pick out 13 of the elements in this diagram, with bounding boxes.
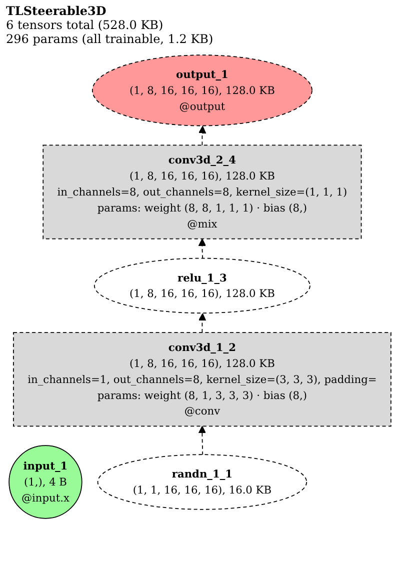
node-ellipse: relu_1_3 (1, 8, 16, 16, 16), 128.0 KB: [94, 258, 310, 314]
node-box: conv3d_2_4 (1, 8, 16, 16, 16), 128.0 KB in_channels=8, out_channels=8, kernel_size=(1, 1, 1) params: weight (8, 8, 1, 1, 1) · bias (8,) @mix: [42, 144, 362, 240]
diagram-title: TLSteerable3D: [6, 4, 106, 18]
arrow: [198, 238, 206, 260]
arrow: [198, 426, 206, 456]
summary-text: 6 tensors total (528.0 KB): [6, 18, 164, 32]
node-circle: input_1 (1,), 4 B @input.x: [8, 445, 82, 519]
summary-text: 296 params (all trainable, 1.2 KB): [6, 32, 214, 46]
arrow: [198, 126, 206, 146]
node-ellipse: randn_1_1 (1, 1, 16, 16, 16), 16.0 KB: [97, 454, 308, 510]
node-box: conv3d_1_2 (1, 8, 16, 16, 16), 128.0 KB in_channels=1, out_channels=8, kernel_size=(3, 3, 3), padding= params: weight (8, 1, 3, 3, 3) · bias (8,) @conv: [13, 332, 392, 427]
node-ellipse: output_1 (1, 8, 16, 16, 16), 128.0 KB @output: [92, 54, 312, 126]
arrow: [198, 313, 206, 333]
